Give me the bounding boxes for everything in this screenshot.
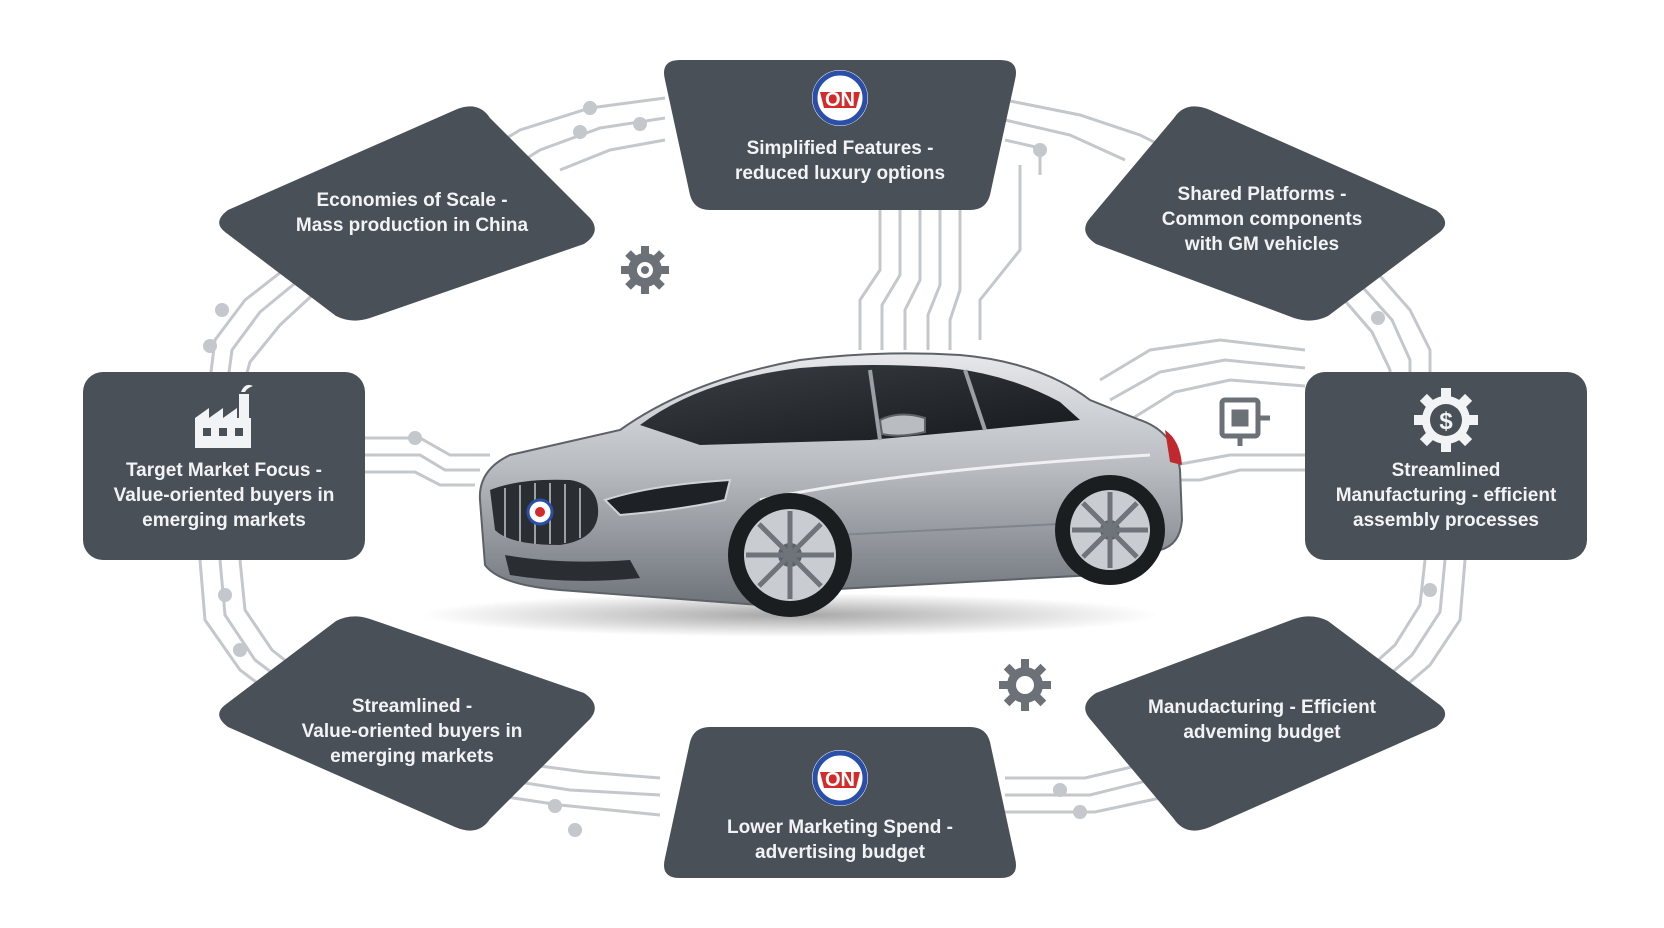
- svg-text:$: $: [1439, 408, 1453, 435]
- node-line: Manufacturing - efficient: [1335, 485, 1557, 506]
- node-streamlined-value: Streamlined - Value-oriented buyers in e…: [262, 694, 562, 769]
- svg-text:ON: ON: [825, 89, 855, 111]
- node-lower-marketing-spend: Lower Marketing Spend - advertising budg…: [690, 815, 990, 865]
- node-economies-of-scale: Economies of Scale - Mass production in …: [262, 188, 562, 238]
- rear-wheel: [1055, 475, 1165, 585]
- node-simplified-features-shape: [664, 60, 1016, 210]
- node-line: Value-oriented buyers in: [113, 485, 335, 506]
- gear-icon: [621, 246, 669, 294]
- node-streamlined-manufacturing-shape: [1305, 372, 1587, 560]
- node-target-market-focus: Target Market Focus - Value-oriented buy…: [83, 458, 365, 533]
- node-line: advertising budget: [755, 842, 925, 863]
- node-simplified-features: Simplified Features - reduced luxury opt…: [690, 136, 990, 186]
- factory-icon: [195, 384, 253, 448]
- node-line: Economies of Scale -: [316, 190, 508, 211]
- node-line: Lower Marketing Spend -: [727, 817, 953, 838]
- brand-logo-icon: ON: [812, 750, 868, 806]
- node-shared-platforms-shape: [1085, 106, 1446, 321]
- circuit-chip-icon: [1219, 397, 1270, 446]
- node-line: Mass production in China: [295, 215, 529, 236]
- node-target-market-focus-shape: [83, 372, 365, 560]
- front-wheel: [728, 493, 852, 617]
- node-line: Streamlined -: [351, 696, 473, 717]
- node-line: Shared Platforms -: [1177, 184, 1347, 205]
- node-line: reduced luxury options: [734, 163, 946, 184]
- node-line: emerging markets: [330, 746, 494, 767]
- node-streamlined-value-shape: [219, 616, 595, 831]
- node-manufacturing-efficient-shape: [1085, 616, 1446, 831]
- node-line: Value-oriented buyers in: [301, 721, 523, 742]
- svg-text:ON: ON: [825, 769, 855, 791]
- node-manufacturing-efficient: Manudacturing - Efficient adveming budge…: [1112, 695, 1412, 745]
- node-economies-of-scale-shape: [219, 106, 595, 321]
- node-line: Manudacturing - Efficient: [1148, 697, 1376, 718]
- dollar-gear-icon: $: [1414, 388, 1478, 452]
- node-streamlined-manufacturing: Streamlined Manufacturing - efficient as…: [1305, 458, 1587, 533]
- node-line: Simplified Features -: [746, 138, 934, 159]
- brand-logo-icon: ON: [812, 70, 868, 126]
- node-line: with GM vehicles: [1184, 234, 1340, 255]
- node-line: Streamlined: [1391, 460, 1501, 481]
- gear-icon: [999, 659, 1051, 711]
- node-line: adveming budget: [1183, 722, 1341, 743]
- node-shared-platforms: Shared Platforms - Common components wit…: [1112, 182, 1412, 257]
- circuit-nodes: [203, 101, 1437, 837]
- node-line: Target Market Focus -: [125, 460, 323, 481]
- car-icon: [420, 352, 1184, 637]
- node-line: assembly processes: [1353, 510, 1539, 531]
- node-line: emerging markets: [142, 510, 306, 531]
- node-line: Common components: [1161, 209, 1363, 230]
